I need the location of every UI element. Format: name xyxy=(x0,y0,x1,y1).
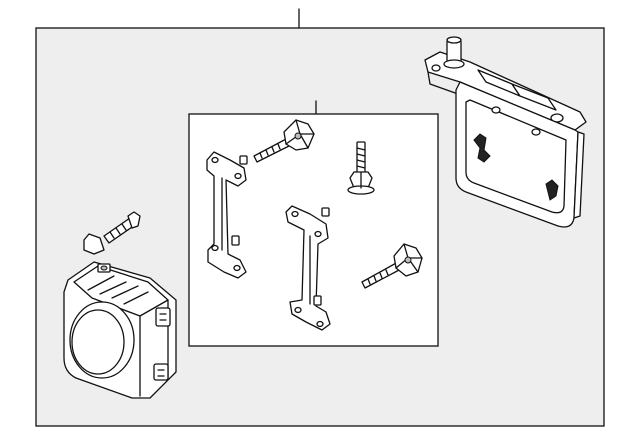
inner-bracket-right-icon xyxy=(285,205,331,331)
mounting-bracket-icon xyxy=(424,36,587,228)
stud-bolt-upper-icon xyxy=(253,119,315,163)
flange-bolt-center-icon xyxy=(347,141,375,195)
sensor-unit-icon xyxy=(63,261,177,399)
stud-bolt-lower-icon xyxy=(361,243,423,289)
inner-bracket-left-icon xyxy=(206,151,248,279)
flange-bolt-outer-icon xyxy=(83,211,141,255)
